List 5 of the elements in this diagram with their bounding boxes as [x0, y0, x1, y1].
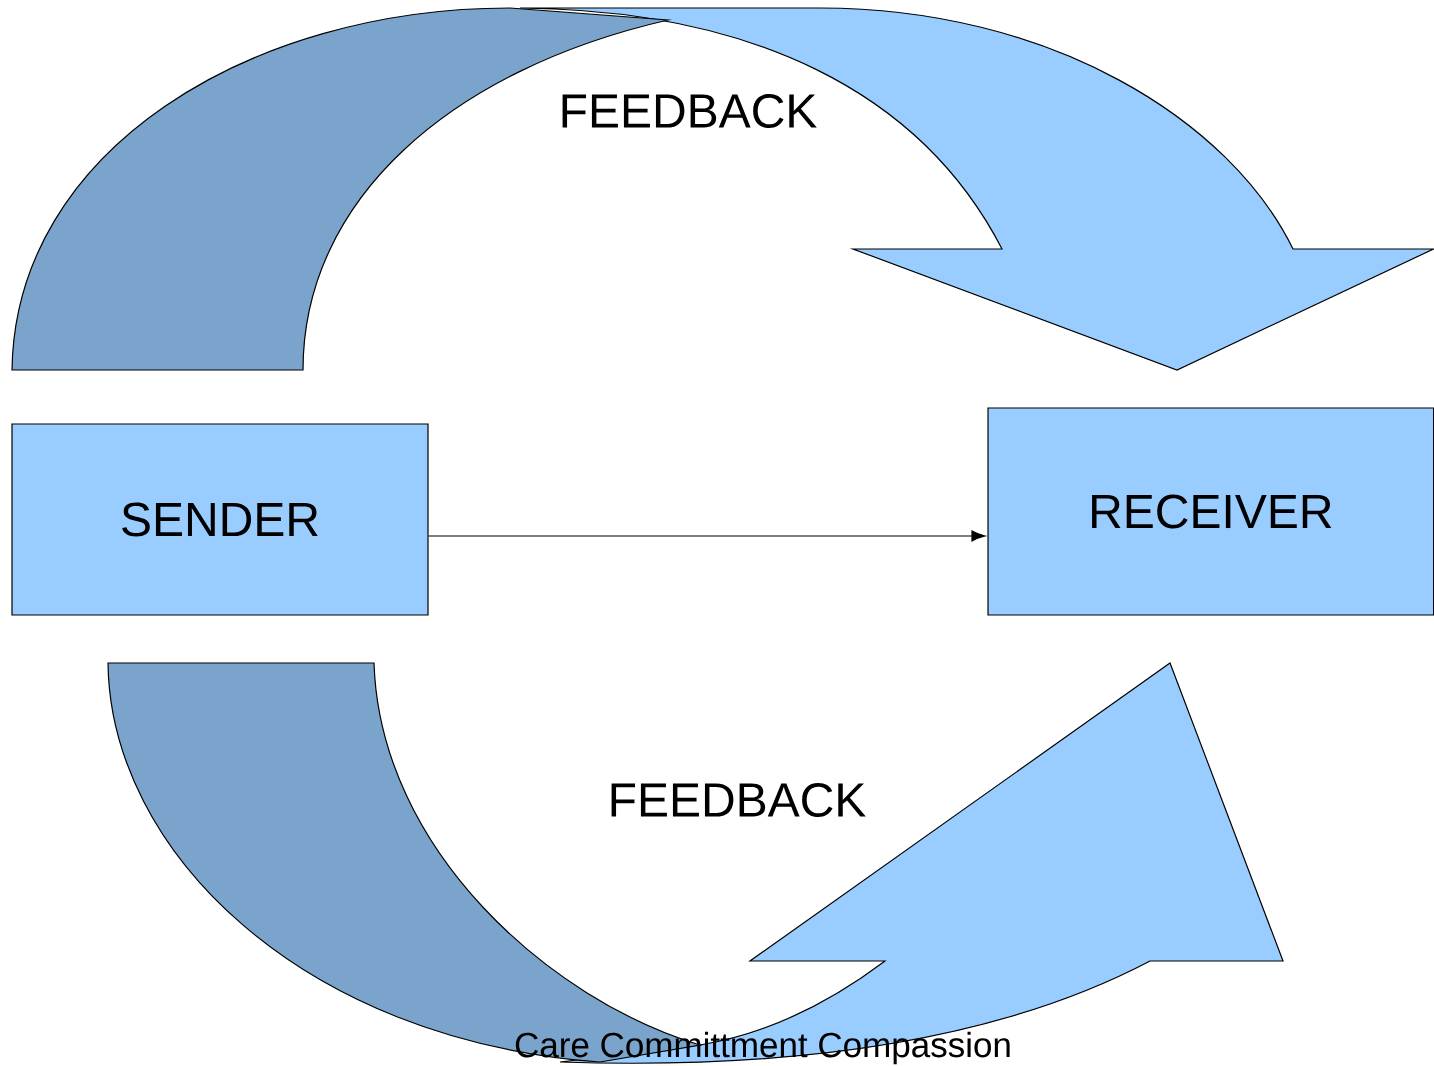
- feedback-label: FEEDBACK: [562, 94, 817, 128]
- process-box: RECEIVER: [987, 407, 1434, 616]
- arrow: [428, 530, 986, 542]
- feedback-label: FEEDBACK: [611, 783, 866, 817]
- process-box: SENDER: [11, 423, 429, 616]
